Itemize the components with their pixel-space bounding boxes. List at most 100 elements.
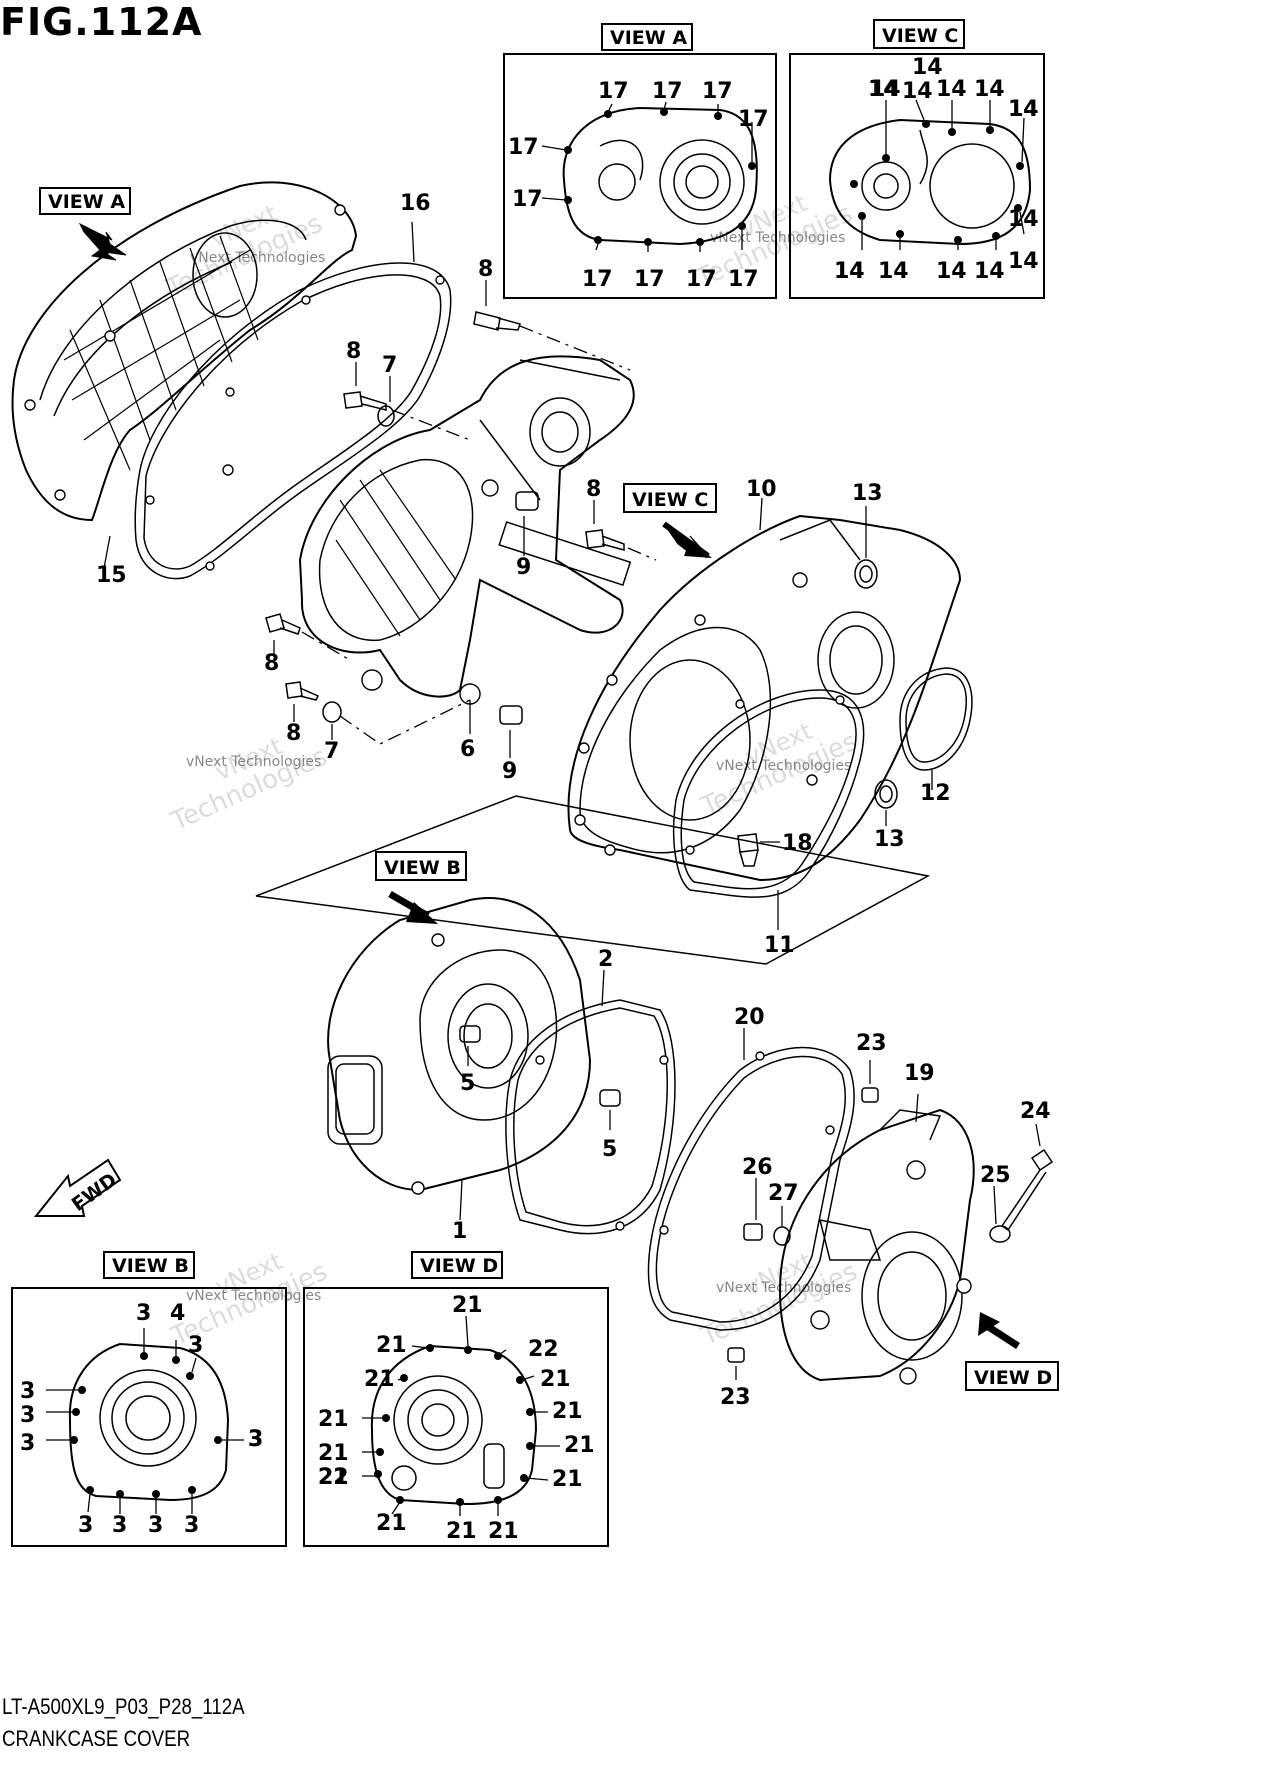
callout-number: 21 [376,1333,407,1358]
callout-number: 13 [874,827,905,852]
part-6-inner-housing [298,355,635,734]
view-a-label: VIEW A [610,27,687,49]
callout-number: 21 [564,1433,595,1458]
callout-number: 17 [652,79,683,104]
callout-number: 26 [742,1155,773,1180]
callout-number: 8 [286,721,301,746]
view-a-inset-drawing [541,101,758,252]
watermark-text: vNext Technologies [716,758,851,774]
part-9-dowel-upper [515,491,539,556]
callout-number: 21 [452,1293,483,1318]
part-18-plug [737,833,780,867]
watermark-text: vNext Technologies [710,230,845,246]
arrow-icon [978,1312,1020,1349]
view-b-inset-drawing [46,1328,244,1514]
callout-number: 14 [936,77,967,102]
watermark-text: vNext Technologies [716,1280,851,1296]
view-c-label: VIEW C [632,489,708,511]
callout-number: 5 [602,1137,617,1162]
callout-numbers-main: 16 15 8 8 7 8 9 8 8 7 6 9 10 13 12 13 18… [96,191,1051,1410]
callout-number: 9 [516,555,531,580]
callout-number: 11 [764,933,795,958]
callout-numbers-view-c: 14 14 14 14 14 14 14 14 14 14 14 14 14 1… [834,55,1039,284]
part-27-washer [773,1206,791,1246]
part-20-gasket [647,1028,855,1331]
callout-number: 3 [20,1431,35,1456]
callout-number: 14 [834,259,865,284]
callout-number: 15 [96,563,127,588]
figure-title: FIG.112A [0,0,203,44]
view-d-inset-drawing [362,1315,560,1516]
callout-number: 23 [720,1385,751,1410]
callout-number: 18 [782,831,813,856]
callout-numbers-view-b: 3 4 3 3 3 3 3 3 3 3 3 3 [20,1301,263,1538]
fwd-label: FWD [68,1169,121,1216]
callout-number: 17 [512,187,543,212]
callout-number: 14 [878,259,909,284]
view-d-label-main: VIEW D [965,1361,1059,1391]
callout-number: 3 [20,1403,35,1428]
callout-number: 7 [382,353,397,378]
part-2-generator-gasket [505,969,676,1235]
watermark-text: vNext Technologies [186,754,321,770]
callout-number: 17 [686,267,717,292]
watermark-text: vNext Technologies [186,1288,321,1304]
callout-number: 7 [324,739,339,764]
callout-number: 21 [318,1407,349,1432]
callout-number: 19 [904,1061,935,1086]
callout-number: 14 [870,77,901,102]
callout-number: 3 [148,1513,163,1538]
part-13-oil-seal-upper [854,506,878,589]
callout-number: 3 [112,1513,127,1538]
callout-number: 14 [936,259,967,284]
view-d-inset-frame [303,1287,609,1547]
part-8-bolt-upper [473,280,631,371]
callout-number: 8 [478,257,493,282]
part-23-dowel-upper [861,1060,879,1103]
callout-number: 8 [346,339,361,364]
callout-number: 8 [586,477,601,502]
callout-number: 3 [248,1427,263,1452]
view-d-label: VIEW D [420,1255,498,1277]
part-5-dowel-upper [459,1025,481,1066]
callout-number: 8 [264,651,279,676]
part-12-small-gasket [899,667,973,790]
callout-number: 21 [318,1465,349,1490]
assembly-guide-lines [255,795,931,965]
callout-number: 25 [980,1163,1011,1188]
part-25-o-ring [989,1185,1011,1243]
callout-number: 21 [552,1399,583,1424]
part-10-clutch-cover [567,497,962,882]
part-26-plug [743,1178,763,1241]
part-8-bolt-bottom [285,681,320,722]
view-a-label: VIEW A [48,191,125,213]
part-19-starter-cover [778,1093,975,1385]
part-11-cover-gasket [672,689,865,930]
callout-number: 1 [452,1219,467,1244]
part-8-bolt-right [585,500,657,561]
callout-number: 21 [488,1519,519,1544]
part-5-dowel-lower [599,1089,621,1130]
callout-number: 21 [376,1511,407,1536]
callout-number: 14 [868,77,899,102]
view-b-label-inset: VIEW B [103,1251,195,1279]
callout-number: 22 [528,1337,559,1362]
part-8-bolt-mid [343,362,471,441]
callout-number: 12 [920,781,951,806]
view-a-label-top: VIEW A [601,23,693,51]
callout-number: 14 [1008,249,1039,274]
callout-number: 14 [912,55,943,80]
callout-number: 17 [728,267,759,292]
callout-number: 14 [974,77,1005,102]
watermark-text: vNext Technologies [190,250,325,266]
callout-number: 17 [738,107,769,132]
view-c-label-main: VIEW C [623,483,717,513]
callout-number: 21 [318,1441,349,1466]
view-a-label-main: VIEW A [39,187,131,215]
view-c-label: VIEW C [882,25,958,47]
model-code: LT-A500XL9_P03_P28_112A [2,1694,245,1719]
callout-number: 21 [540,1367,571,1392]
callout-number: 3 [248,1427,263,1452]
view-d-label: VIEW D [974,1367,1052,1389]
group-name: CRANKCASE COVER [2,1726,191,1751]
